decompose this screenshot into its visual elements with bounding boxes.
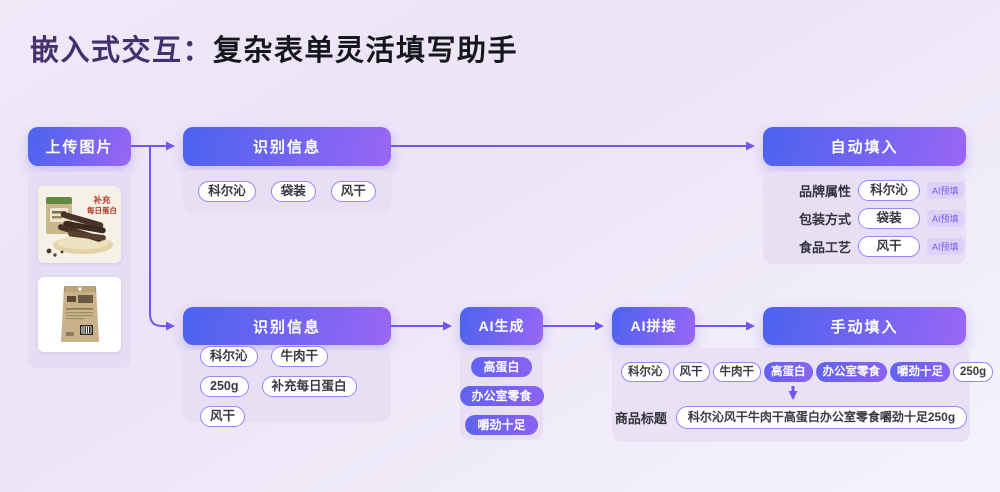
recognize-info-button-bottom[interactable]: 识别信息 bbox=[183, 307, 391, 345]
field-label: 食品工艺 bbox=[799, 239, 852, 255]
upload-image-button[interactable]: 上传图片 bbox=[28, 127, 131, 166]
product-title-label: 商品标题 bbox=[614, 411, 667, 426]
arrow-upload-to-recognize-bottom bbox=[149, 146, 175, 331]
recognized-tags-panel-bottom: 科尔沁牛肉干 250g 补充每日蛋白风干 bbox=[183, 345, 391, 427]
tag-pill: 风干 bbox=[330, 181, 376, 202]
tag-pill: 牛肉干 bbox=[270, 345, 329, 367]
tag-pill: 科尔沁 bbox=[198, 181, 256, 202]
tag-pill: 250g bbox=[953, 362, 994, 382]
recognize-info-button-top[interactable]: 识别信息 bbox=[183, 127, 391, 166]
ai-prefill-badge: AI预填 bbox=[927, 209, 964, 227]
tag-pill: 牛肉干 bbox=[712, 362, 761, 382]
field-value-pill[interactable]: 风干 bbox=[858, 235, 921, 257]
page-title: 嵌入式交互：复杂表单灵活填写助手 bbox=[30, 27, 518, 69]
tag-pill: 250g bbox=[200, 375, 249, 397]
jerky-plate-image: 补充 每日蛋白 bbox=[38, 186, 121, 263]
ai-generated-tag-pill: 办公室零食 bbox=[459, 385, 544, 406]
ai-generated-tags-panel: 高蛋白办公室零食嚼劲十足 bbox=[459, 351, 544, 440]
tag-pill: 科尔沁 bbox=[621, 362, 670, 382]
tag-pill: 风干 bbox=[672, 362, 710, 382]
product-title-row: 商品标题 科尔沁风干牛肉干高蛋白办公室零食嚼劲十足250g bbox=[612, 406, 970, 429]
ai-prefill-badge: AI预填 bbox=[927, 181, 964, 199]
field-value-pill[interactable]: 袋装 bbox=[858, 207, 921, 229]
product-photo-jerky-plate: 补充 每日蛋白 bbox=[38, 186, 121, 263]
autofill-field-row: 食品工艺 风干 AI预填 bbox=[763, 235, 966, 257]
uploaded-images-panel: 补充 每日蛋白 bbox=[28, 172, 131, 368]
recognized-tags-panel-top: 科尔沁袋装风干 bbox=[183, 170, 391, 213]
tag-pill: 高蛋白 bbox=[764, 362, 813, 382]
autofill-field-row: 品牌属性 科尔沁 AI预填 bbox=[763, 179, 966, 201]
tag-pill: 科尔沁 bbox=[200, 345, 258, 367]
ai-generate-button[interactable]: AI生成 bbox=[460, 307, 543, 345]
product-photo-kraft-bag bbox=[38, 277, 121, 352]
page-title-highlight: 嵌入式交互： bbox=[30, 35, 214, 67]
ai-generated-tag-pill: 嚼劲十足 bbox=[465, 414, 538, 435]
page-title-rest: 复杂表单灵活填写助手 bbox=[213, 35, 519, 67]
tag-pill: 办公室零食 bbox=[815, 362, 887, 382]
ai-splice-button[interactable]: AI拼接 bbox=[612, 307, 695, 345]
product-title-pill[interactable]: 科尔沁风干牛肉干高蛋白办公室零食嚼劲十足250g bbox=[675, 406, 968, 429]
ai-generated-tag-pill: 高蛋白 bbox=[471, 356, 532, 377]
autofill-fields-panel: 品牌属性 科尔沁 AI预填 包装方式 袋装 AI预填 食品工艺 风干 AI预填 bbox=[763, 172, 966, 264]
tag-pill: 风干 bbox=[200, 405, 246, 427]
auto-fill-button[interactable]: 自动填入 bbox=[763, 127, 966, 166]
svg-text:每日蛋白: 每日蛋白 bbox=[87, 205, 117, 215]
autofill-field-row: 包装方式 袋装 AI预填 bbox=[763, 207, 966, 229]
field-label: 品牌属性 bbox=[799, 183, 852, 199]
manual-fill-button[interactable]: 手动填入 bbox=[763, 307, 966, 345]
field-label: 包装方式 bbox=[799, 211, 852, 227]
kraft-bag-image bbox=[38, 277, 121, 352]
field-value-pill[interactable]: 科尔沁 bbox=[858, 179, 921, 201]
tag-pill: 嚼劲十足 bbox=[890, 362, 950, 382]
svg-text:补充: 补充 bbox=[92, 195, 111, 205]
ai-prefill-badge: AI预填 bbox=[927, 237, 964, 255]
tag-pill: 补充每日蛋白 bbox=[261, 375, 357, 397]
tag-pill: 袋装 bbox=[270, 181, 316, 202]
